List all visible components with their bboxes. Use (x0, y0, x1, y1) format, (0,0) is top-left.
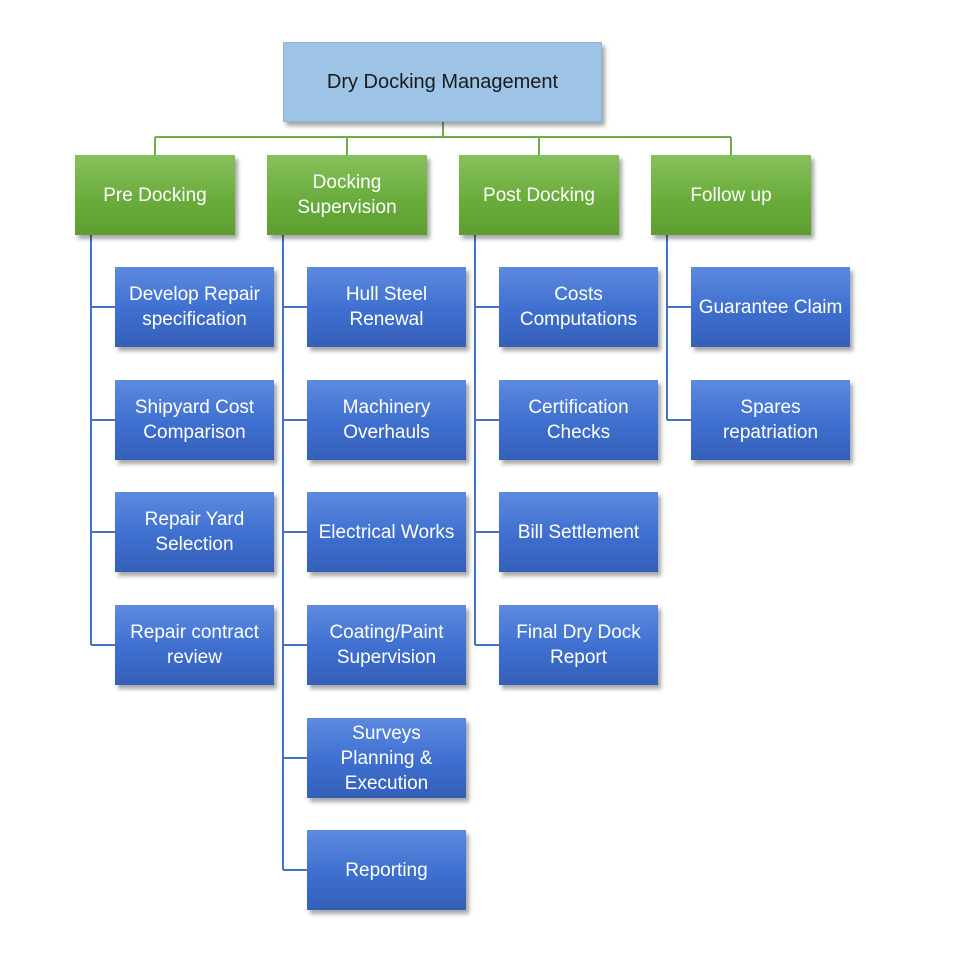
root-node: Dry Docking Management (283, 42, 602, 122)
category-docking-supervision: Docking Supervision (267, 155, 427, 235)
item-hull-steel-renewal: Hull Steel Renewal (307, 267, 466, 347)
item-reporting: Reporting (307, 830, 466, 910)
item-electrical-works: Electrical Works (307, 492, 466, 572)
item-costs-computations: Costs Computations (499, 267, 658, 347)
item-certification-checks: Certification Checks (499, 380, 658, 460)
category-pre-docking: Pre Docking (75, 155, 235, 235)
item-final-dry-dock-report: Final Dry Dock Report (499, 605, 658, 685)
item-spares-repatriation: Spares repatriation (691, 380, 850, 460)
item-develop-repair-specification: Develop Repair specification (115, 267, 274, 347)
category-post-docking: Post Docking (459, 155, 619, 235)
category-follow-up: Follow up (651, 155, 811, 235)
item-repair-contract-review: Repair contract review (115, 605, 274, 685)
item-shipyard-cost-comparison: Shipyard Cost Comparison (115, 380, 274, 460)
item-repair-yard-selection: Repair Yard Selection (115, 492, 274, 572)
item-guarantee-claim: Guarantee Claim (691, 267, 850, 347)
item-bill-settlement: Bill Settlement (499, 492, 658, 572)
item-surveys-planning-execution: Surveys Planning & Execution (307, 718, 466, 798)
item-coating-paint-supervision: Coating/Paint Supervision (307, 605, 466, 685)
item-machinery-overhauls: Machinery Overhauls (307, 380, 466, 460)
